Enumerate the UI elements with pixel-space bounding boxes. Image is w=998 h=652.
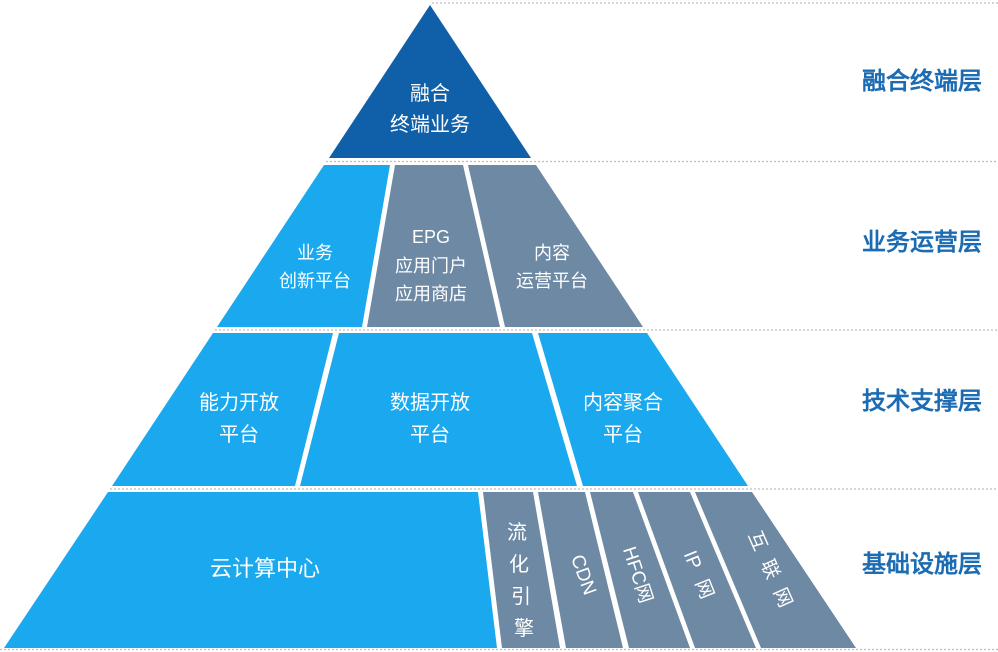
segment-label: 应用门户 xyxy=(395,256,467,276)
segment-epg-portal-store xyxy=(367,165,500,327)
layer-label-technical-support: 技术支撑层 xyxy=(862,388,982,415)
segment-hfc-network xyxy=(590,492,690,648)
segment-label: 能力开放 xyxy=(199,391,279,414)
layer-labels: 融合终端层 业务运营层 技术支撑层 基础设施层 xyxy=(862,67,982,578)
segment-label: 引 xyxy=(511,585,531,608)
segment-label: 平台 xyxy=(410,423,450,446)
segment-capability-open-platform xyxy=(112,333,333,486)
segment-label: 内容聚合 xyxy=(583,391,663,414)
segment-internet xyxy=(695,492,856,648)
layer-label-infrastructure: 基础设施层 xyxy=(862,550,982,578)
segment-content-operation-platform xyxy=(468,165,643,327)
segment-ip-network xyxy=(638,492,756,648)
segment-cloud-computing-center xyxy=(4,492,497,648)
segment-label: 融合 xyxy=(410,82,450,105)
layer-technical-support: 能力开放 平台 数据开放 平台 内容聚合 平台 xyxy=(112,333,748,486)
segment-label: 擎 xyxy=(514,617,534,640)
segment-label: 数据开放 xyxy=(390,391,470,414)
layer-label-business-operation: 业务运营层 xyxy=(862,228,982,256)
segment-label: 流 xyxy=(507,521,527,544)
segment-label: 创新平台 xyxy=(279,271,351,291)
layer-label-fusion-terminal: 融合终端层 xyxy=(862,67,982,95)
segment-label: EPG xyxy=(412,227,450,247)
segment-business-innovation-platform xyxy=(217,165,390,327)
segment-label: 内容 xyxy=(534,243,570,263)
layer-infrastructure: 云计算中心 流 化 引 擎 CDN HFC网 IP 网 互联网 xyxy=(4,492,856,648)
segment-label: 终端业务 xyxy=(390,113,470,136)
segment-label: 化 xyxy=(509,553,529,576)
segment-label: 应用商店 xyxy=(395,284,467,304)
segment-data-open-platform xyxy=(300,333,577,486)
segment-label: 运营平台 xyxy=(516,271,588,291)
segment-label: 云计算中心 xyxy=(210,556,320,581)
segment-label: 平台 xyxy=(603,423,643,446)
segment-label: 业务 xyxy=(297,243,333,263)
layer-fusion-terminal: 融合 终端业务 xyxy=(329,5,531,158)
layer-business-operation: 业务 创新平台 EPG 应用门户 应用商店 内容 运营平台 xyxy=(217,165,643,327)
segment-content-aggregation-platform xyxy=(538,333,748,486)
segment-label: 平台 xyxy=(219,423,259,446)
segment-streaming-engine xyxy=(483,492,560,648)
segment-fusion-terminal-services xyxy=(329,5,531,158)
segment-cdn xyxy=(538,492,623,648)
